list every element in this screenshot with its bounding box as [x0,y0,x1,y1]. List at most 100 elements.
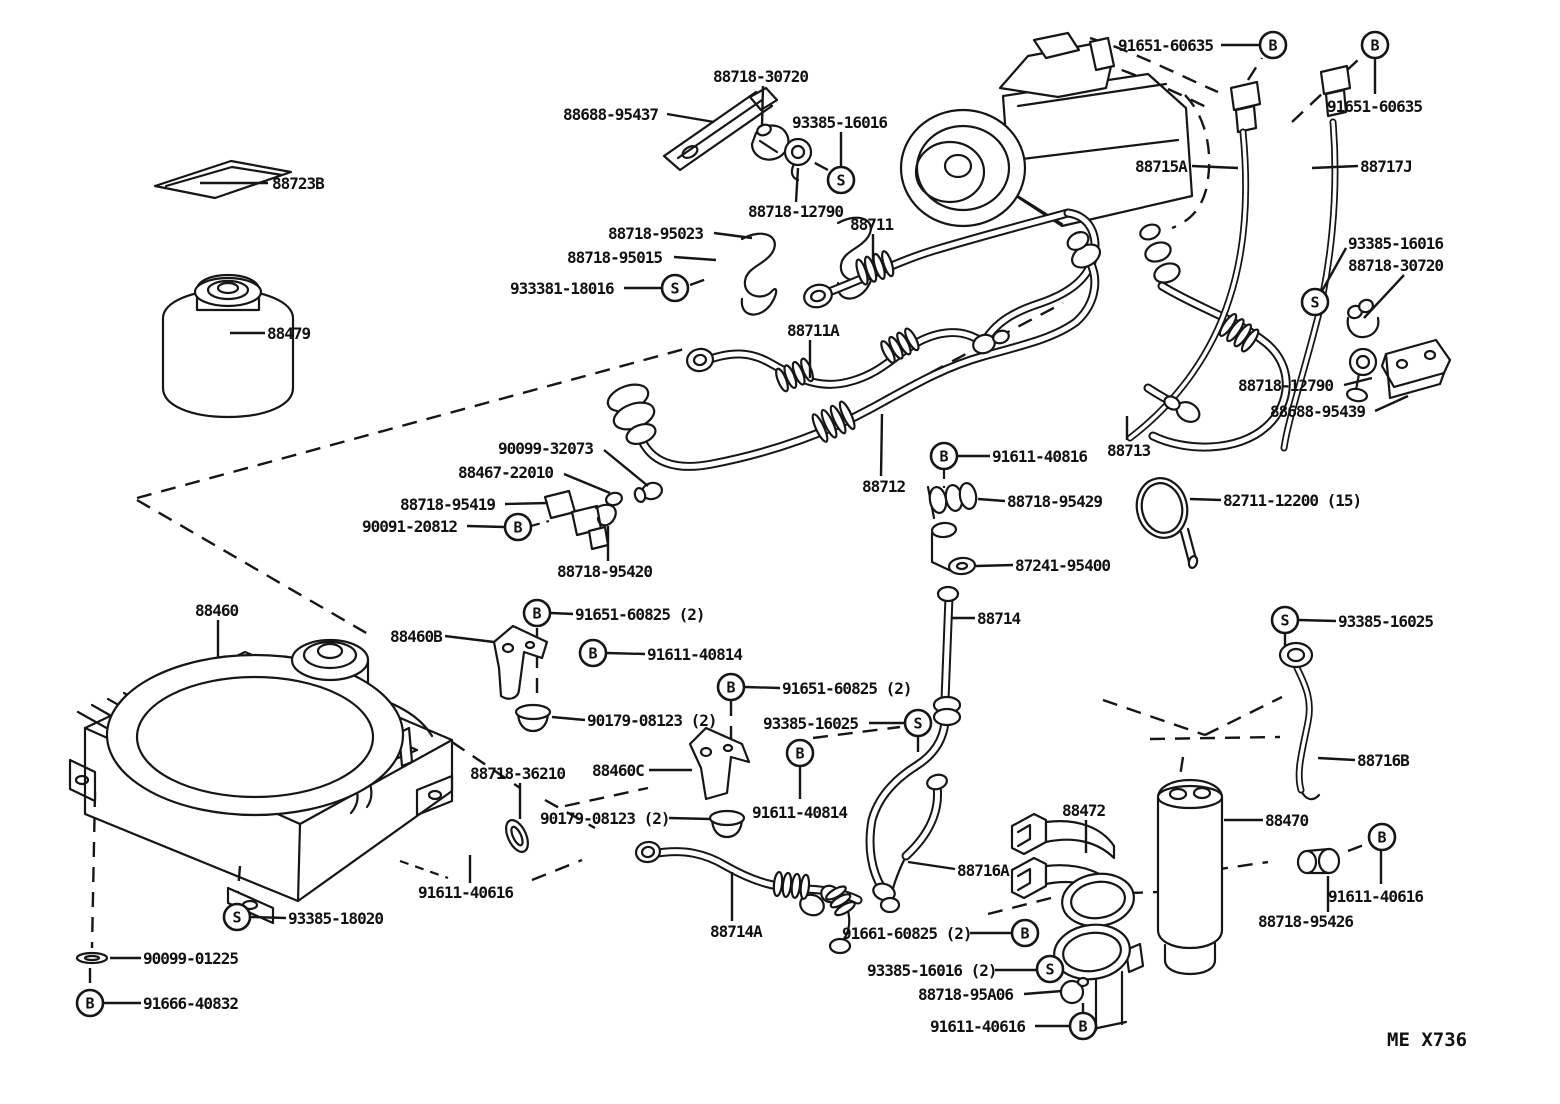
circled-b-bolt-symbol: B [1367,822,1397,852]
symbol-letter: B [1268,37,1277,55]
leader-line [1363,274,1405,319]
construction-dashed-line [544,798,596,830]
part-number-label: 88718-30720 [713,67,808,86]
fitting-ellipse [685,347,715,373]
fitting-ellipse [206,279,250,301]
part-number-label: 88718-95023 [608,224,703,243]
part-number-label: 88718-95419 [400,495,495,514]
part-outline [68,758,97,803]
circled-s-screw-symbol: S [1035,954,1065,984]
fitting-ellipse [514,703,552,721]
part-number-label: 82711-12200 (15) [1223,491,1361,510]
part-number-label: 933381-18016 [510,279,614,298]
part-number-label: 91611-40616 [930,1017,1025,1036]
part-number-label: 88723B [272,174,325,193]
part-number-label: 91651-60635 [1327,97,1422,116]
leader-line [1298,618,1337,623]
part-number-label: 88718-12790 [748,202,843,221]
symbol-letter: B [1377,829,1386,847]
fitting-ellipse [928,486,948,514]
fitting-ellipse [524,640,536,650]
part-outline [688,726,751,801]
fitting-ellipse [105,653,405,817]
fitting-ellipse [872,882,896,902]
part-number-label: 88718-95429 [1007,492,1102,511]
part-detail-line [710,816,744,839]
circled-b-bolt-symbol: B [716,672,746,702]
part-number-label: 88460 [195,601,239,620]
symbol-letter: B [1078,1018,1087,1036]
fitting-ellipse [992,329,1010,345]
part-number-label: 88688-95437 [563,105,658,124]
fitting-ellipse [1070,880,1126,920]
leader-line [760,85,765,127]
fitting-ellipse [75,951,109,965]
part-number-label: 91651-60825 (2) [575,605,705,624]
construction-dashed-line [812,725,901,740]
leader-line [1311,164,1359,170]
construction-dashed-line [1171,94,1211,230]
part-number-label: 91611-40816 [992,447,1087,466]
fitting-ellipse [1345,387,1369,403]
fitting-ellipse [803,283,833,309]
part-number-label: 88714 [977,609,1021,628]
fitting-ellipse [708,809,746,827]
symbol-letter: B [795,745,804,763]
leader-dashed-line [530,519,550,528]
fitting-ellipse [501,642,515,654]
construction-dashed-line [564,786,649,808]
part-outline [1380,338,1452,389]
fitting-ellipse [1286,647,1306,663]
part-outline [226,886,275,925]
leader-line [606,651,646,656]
hose-core [1150,283,1289,450]
symbol-circle [1300,287,1330,317]
leader-line [975,563,1014,568]
circled-s-screw-symbol: S [1300,287,1330,317]
leader-line [1191,164,1239,170]
leader-lines [104,43,1409,1028]
circled-s-screw-symbol: S [903,708,933,738]
part-number-label: 93385-16025 [1338,612,1433,631]
leader-dashed-line [399,859,449,880]
part-number-label: 90091-20812 [362,517,457,536]
part-number-label: 88718-12790 [1238,376,1333,395]
part-detail-line [1016,867,1032,892]
hose-corrugation [881,250,895,278]
part-detail-line [594,503,617,527]
part-number-label: 90099-32073 [498,439,593,458]
part-detail-line [1179,530,1191,564]
symbol-circle [716,672,746,702]
symbol-letter: S [1280,612,1289,630]
symbol-circle [1010,918,1040,948]
part-number-label: 88470 [1265,811,1309,830]
part-outline [492,624,549,700]
leader-line [444,634,495,644]
fitting-ellipse [810,289,826,303]
hose-core [815,210,1071,299]
circled-b-bolt-symbol: B [1360,30,1390,60]
circled-b-bolt-symbol: B [75,988,105,1018]
part-number-label: 90099-01225 [143,949,238,968]
fitting-ellipse [1317,847,1341,875]
symbol-letter: S [670,280,679,298]
part-detail-line [164,165,284,188]
symbol-circle [826,165,856,195]
fitting-ellipse [932,707,962,727]
fitting-ellipse [699,746,713,758]
fitting-ellipse [316,642,344,660]
symbol-letter: S [836,172,845,190]
fitting-ellipse [1140,482,1184,534]
symbol-letter: S [232,909,241,927]
fitting-ellipse [914,140,986,204]
symbol-letter: B [1370,37,1379,55]
construction-dashed-line [90,791,97,949]
leader-line [907,860,956,871]
part-detail-line [1016,82,1168,108]
part-detail-line [740,232,778,316]
symbol-letter: B [939,448,948,466]
fitting-ellipse [1296,849,1318,875]
part-number-label: 88472 [1062,801,1106,820]
